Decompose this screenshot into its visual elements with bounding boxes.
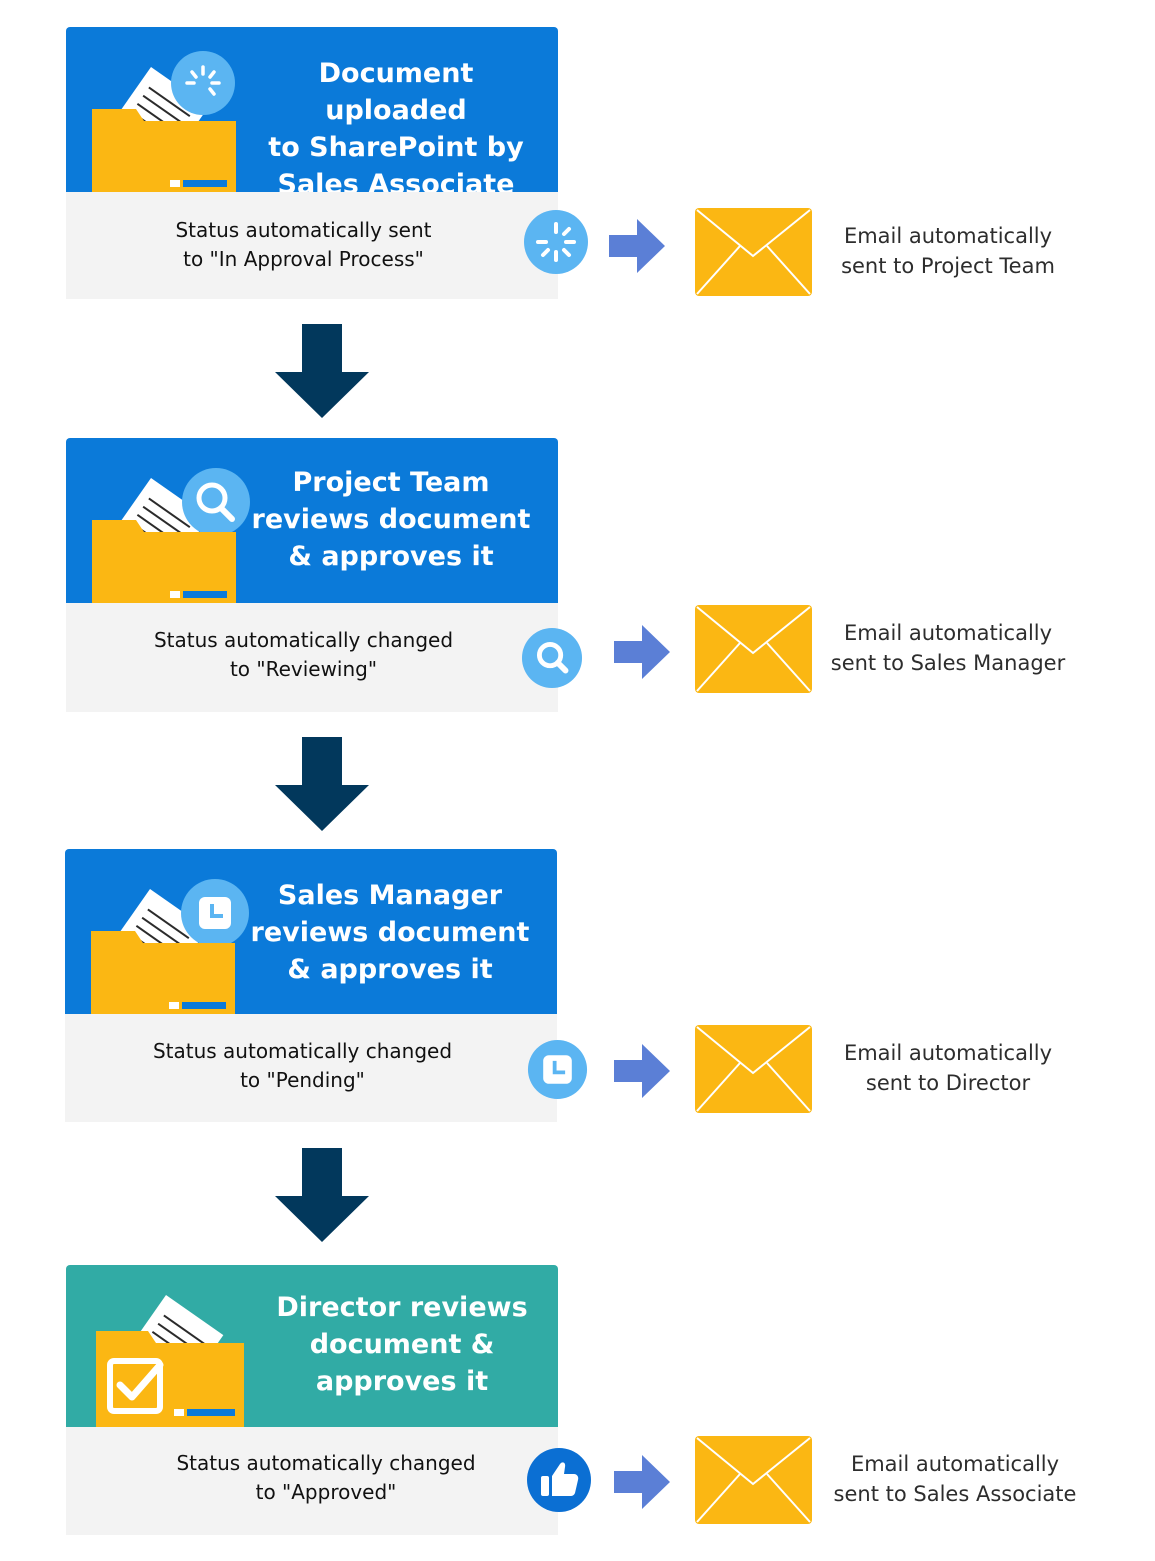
folder-approved-icon xyxy=(96,1295,244,1427)
step-card-2: Project Team reviews document & approves… xyxy=(66,438,558,712)
envelope-icon xyxy=(695,605,812,693)
step-title: Director reviews document & approves it xyxy=(276,1292,528,1397)
email-notification-text: Email automatically sent to Project Team xyxy=(841,224,1055,278)
down-arrow-icon xyxy=(275,737,369,831)
right-arrow-icon xyxy=(614,1455,670,1509)
clock-icon xyxy=(527,1039,588,1100)
step-title: Sales Manager reviews document & approve… xyxy=(250,880,530,985)
folder-upload-icon xyxy=(92,51,236,192)
folder-pending-icon xyxy=(91,879,249,1014)
status-text: Status automatically changed to "Reviewi… xyxy=(153,628,454,681)
envelope-icon xyxy=(695,208,812,296)
envelope-icon xyxy=(695,1436,812,1524)
right-arrow-icon xyxy=(614,1044,670,1098)
email-notification-text: Email automatically sent to Director xyxy=(843,1041,1053,1095)
step-status-panel: Status automatically changed to "Reviewi… xyxy=(66,603,558,712)
step-status-panel: Status automatically changed to "Pending… xyxy=(65,1014,557,1122)
step-card-4: Director reviews document & approves it … xyxy=(66,1265,558,1535)
down-arrow-icon xyxy=(275,324,369,418)
step-title: Document uploaded to SharePoint by Sales… xyxy=(268,58,524,192)
step-status-panel: Status automatically sent to "In Approva… xyxy=(66,192,558,299)
step-status-panel: Status automatically changed to "Approve… xyxy=(66,1427,558,1535)
status-text: Status automatically changed to "Approve… xyxy=(176,1451,476,1504)
email-notification-text: Email automatically sent to Sales Manage… xyxy=(830,621,1066,675)
loading-spinner-icon xyxy=(524,210,588,274)
thumbs-up-icon xyxy=(527,1448,591,1512)
down-arrow-icon xyxy=(275,1148,369,1242)
right-arrow-icon xyxy=(614,625,670,679)
email-notification-text: Email automatically sent to Sales Associ… xyxy=(833,1452,1077,1506)
step-card-header: Project Team reviews document & approves… xyxy=(66,438,558,603)
step-card-header: Director reviews document & approves it xyxy=(66,1265,558,1427)
step-title: Project Team reviews document & approves… xyxy=(251,467,531,572)
folder-review-icon xyxy=(92,468,250,603)
right-arrow-icon xyxy=(609,219,665,273)
step-card-header: Document uploaded to SharePoint by Sales… xyxy=(66,27,558,192)
step-card-3: Sales Manager reviews document & approve… xyxy=(65,849,557,1122)
envelope-icon xyxy=(695,1025,812,1113)
status-text: Status automatically changed to "Pending… xyxy=(152,1039,453,1092)
status-text: Status automatically sent to "In Approva… xyxy=(175,218,432,271)
step-card-header: Sales Manager reviews document & approve… xyxy=(65,849,557,1014)
magnifier-icon xyxy=(521,627,583,689)
step-card-1: Document uploaded to SharePoint by Sales… xyxy=(66,27,558,299)
